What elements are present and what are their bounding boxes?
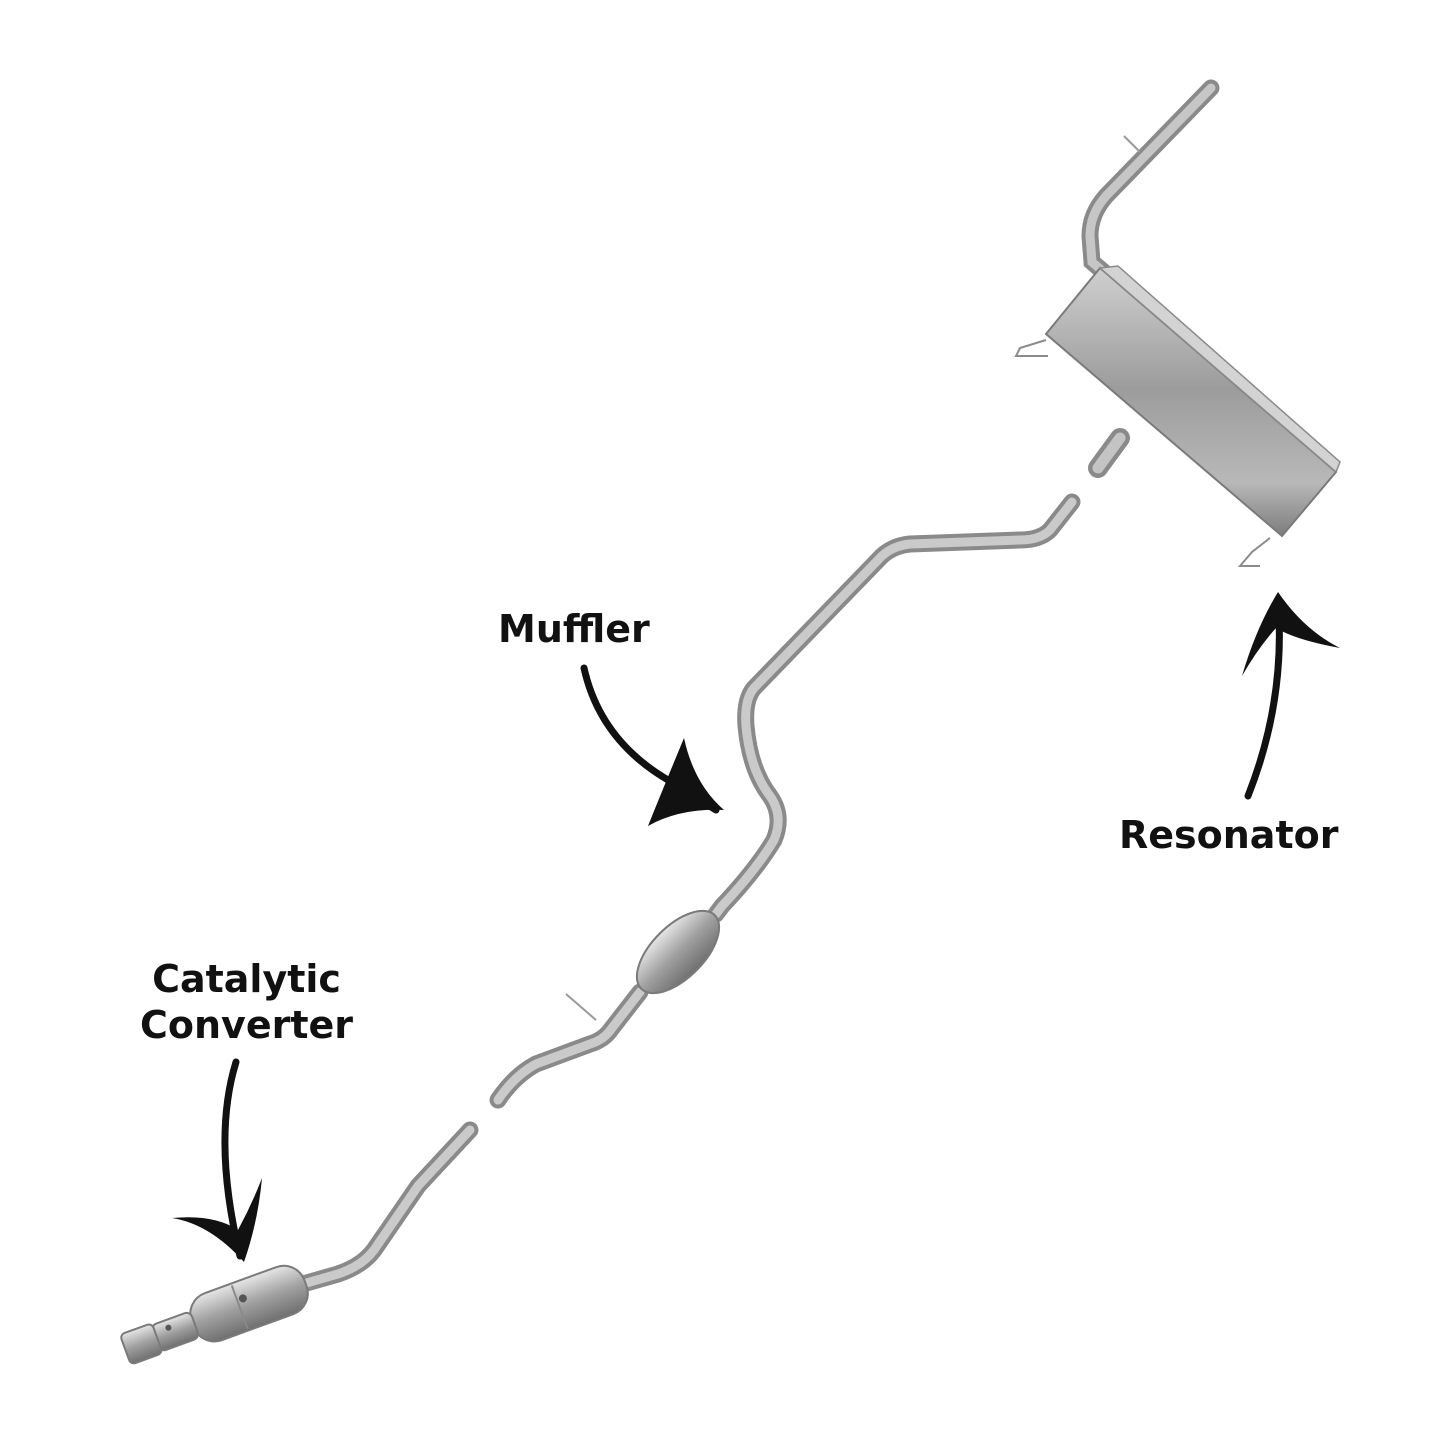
resonator-label: Resonator [1119, 813, 1339, 857]
muffler-arrow-icon [580, 664, 724, 826]
front-pipe [287, 1121, 479, 1295]
resonator-part [1014, 265, 1341, 567]
catalytic-label-line1: Catalytic [152, 957, 341, 1001]
intermediate-pipe [489, 493, 1081, 1109]
catalytic-label-line2: Converter [140, 1003, 354, 1047]
catalytic-arrow-icon [172, 1058, 262, 1262]
tailpipe [1081, 79, 1220, 283]
resonator-arrow-icon [1242, 592, 1340, 800]
muffler-label: Muffler [498, 607, 650, 651]
catalytic-converter-part [120, 1264, 309, 1365]
muffler-part [635, 909, 721, 995]
catalytic-converter-label: Catalytic Converter [140, 956, 353, 1048]
